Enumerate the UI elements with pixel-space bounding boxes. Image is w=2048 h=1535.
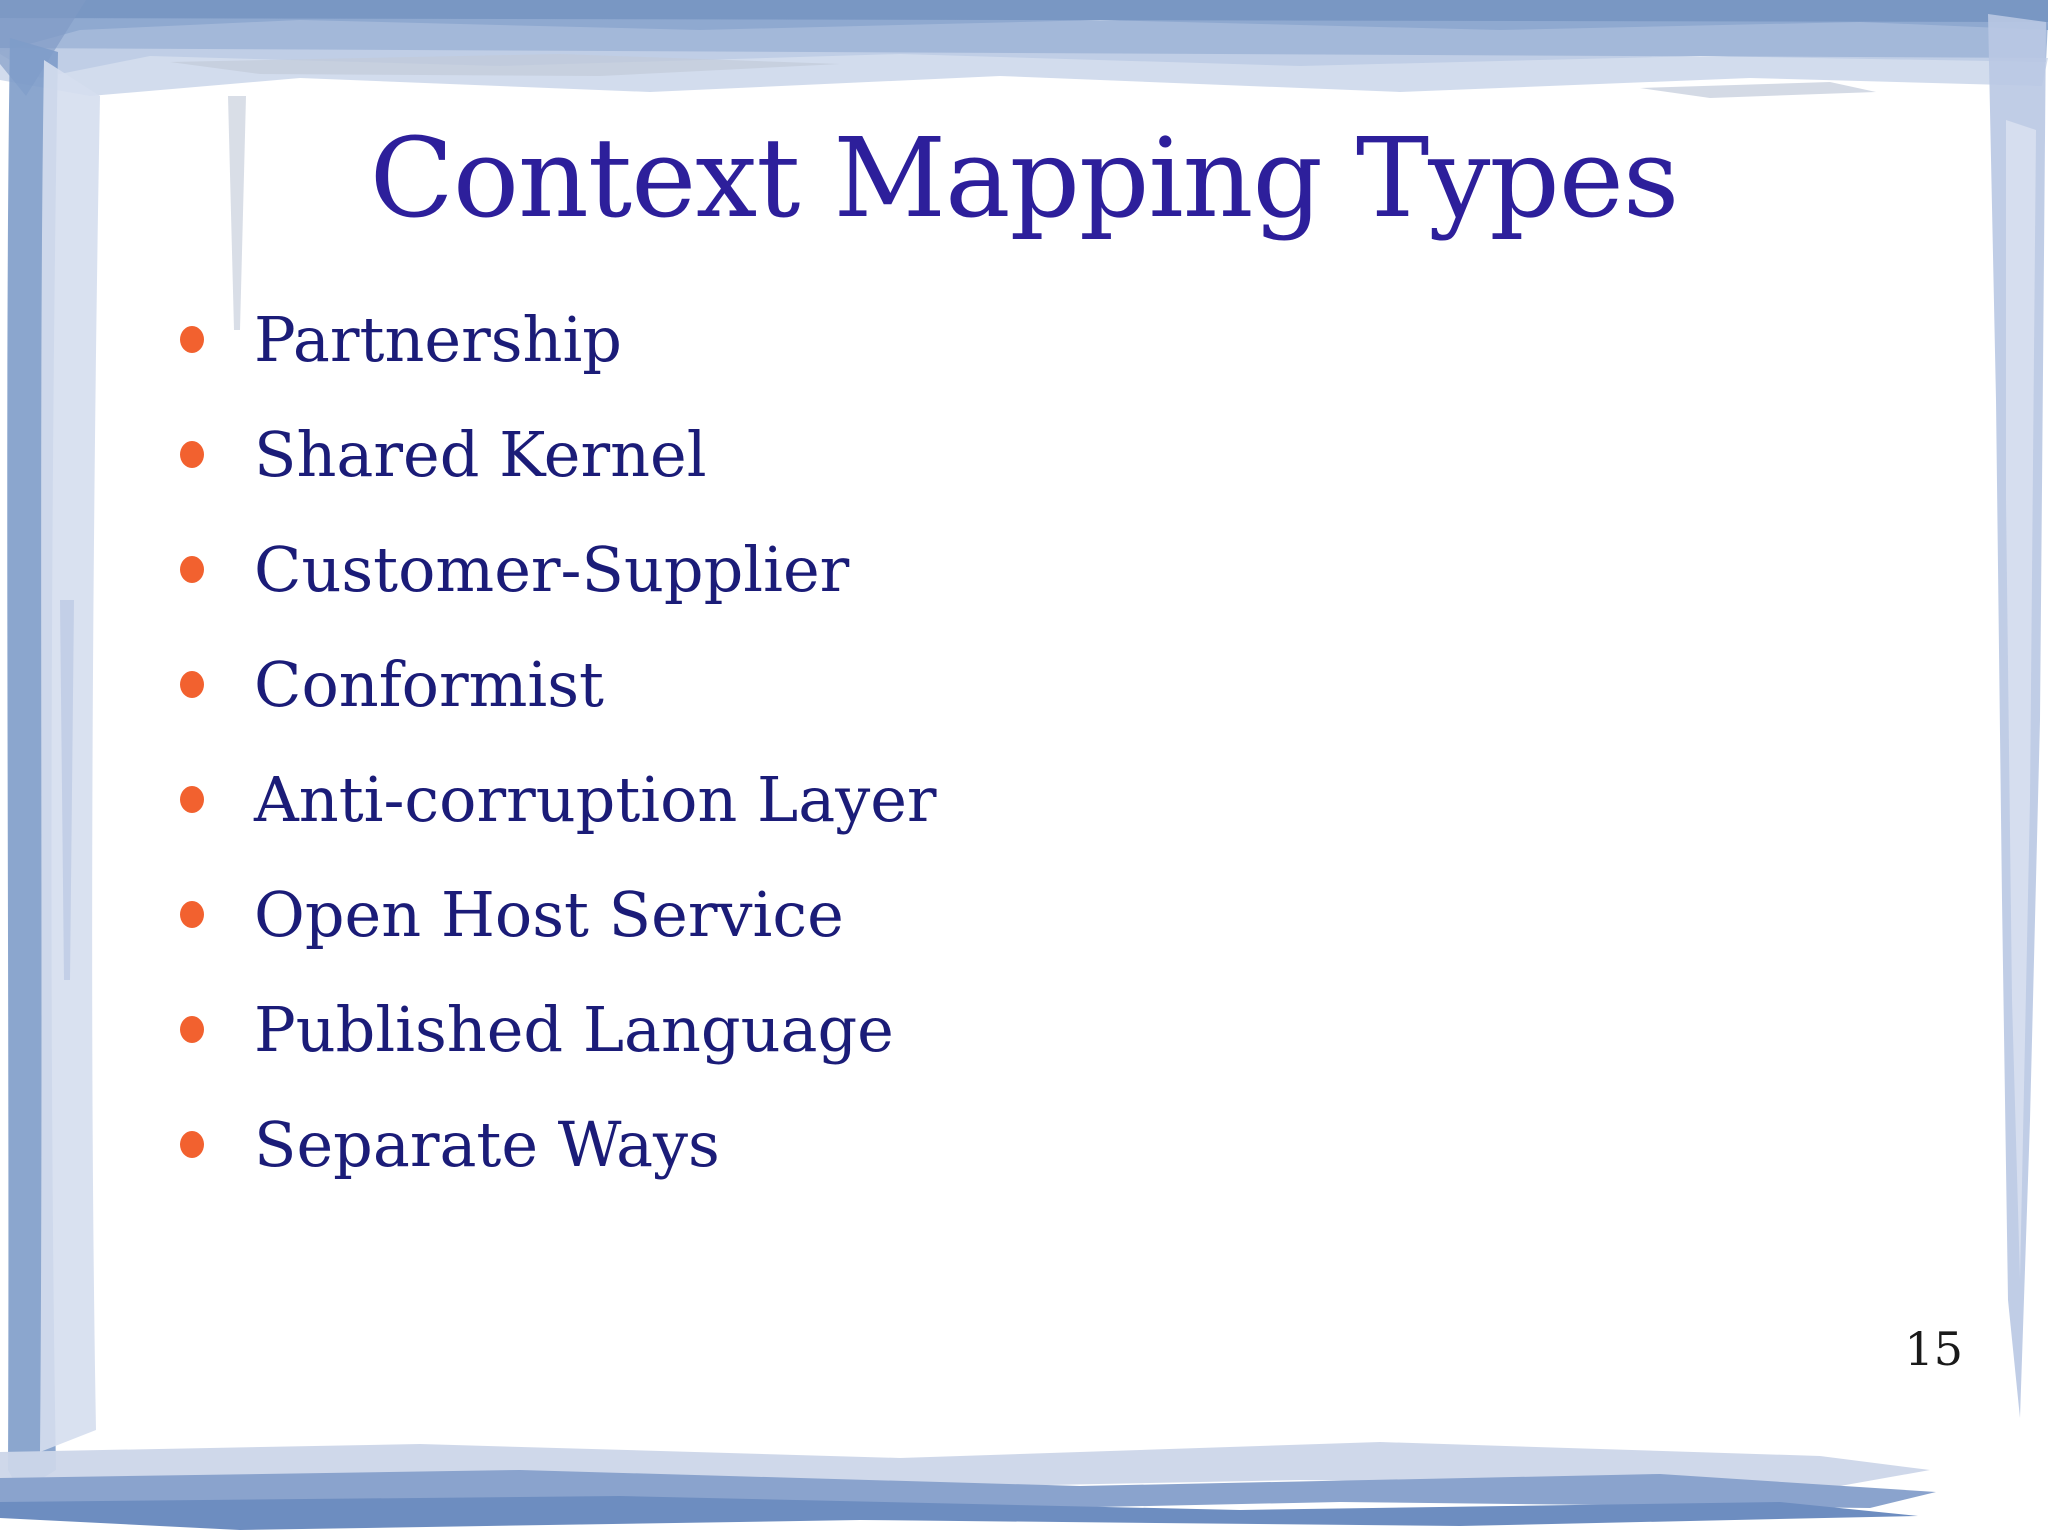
bullet-label: Conformist (254, 647, 604, 721)
page-number: 15 (1904, 1322, 1963, 1376)
list-item: Separate Ways (180, 1087, 937, 1202)
frame-top-stroke (0, 0, 2048, 98)
bullet-dot-icon (180, 1016, 204, 1043)
list-item: Anti-corruption Layer (180, 742, 937, 857)
frame-top-left-corner (0, 0, 86, 96)
list-item: Open Host Service (180, 857, 937, 972)
list-item: Customer-Supplier (180, 512, 937, 627)
list-item: Partnership (180, 282, 937, 397)
bullet-dot-icon (180, 671, 204, 698)
list-item: Conformist (180, 627, 937, 742)
bullet-label: Customer-Supplier (254, 532, 850, 606)
list-item: Shared Kernel (180, 397, 937, 512)
bullet-dot-icon (180, 326, 204, 353)
bullet-dot-icon (180, 786, 204, 813)
bullet-dot-icon (180, 901, 204, 928)
bullet-dot-icon (180, 1131, 204, 1158)
bullet-label: Shared Kernel (254, 417, 707, 491)
bullet-list: Partnership Shared Kernel Customer-Suppl… (180, 282, 937, 1202)
bullet-dot-icon (180, 441, 204, 468)
bullet-dot-icon (180, 556, 204, 583)
bullet-label: Anti-corruption Layer (254, 762, 937, 836)
bullet-label: Open Host Service (254, 877, 844, 951)
bullet-label: Partnership (254, 302, 622, 376)
bullet-label: Separate Ways (254, 1107, 720, 1181)
slide-title: Context Mapping Types (369, 114, 1680, 242)
list-item: Published Language (180, 972, 937, 1087)
bullet-label: Published Language (254, 992, 894, 1066)
frame-bottom-stroke (0, 1442, 1936, 1530)
